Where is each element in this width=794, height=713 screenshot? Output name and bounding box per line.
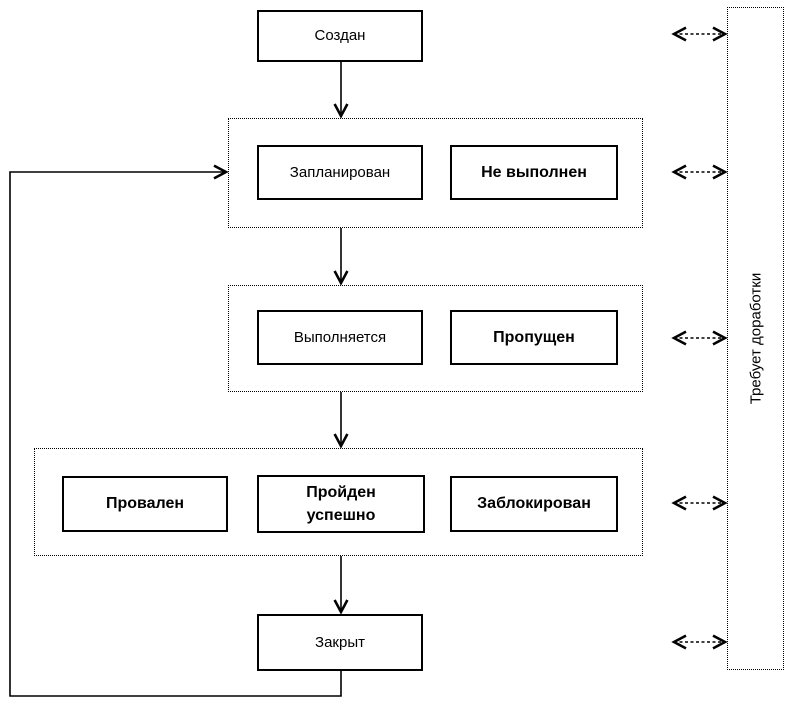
group-executing — [228, 285, 643, 392]
node-executing: Выполняется — [257, 310, 423, 365]
node-passed: Пройден успешно — [257, 475, 425, 533]
rework-panel: Требует доработки — [727, 7, 784, 670]
node-planned-label: Запланирован — [289, 163, 391, 181]
node-executing-label: Выполняется — [293, 328, 387, 346]
node-skipped: Пропущен — [450, 310, 618, 365]
rework-panel-label: Требует доработки — [747, 272, 765, 405]
node-closed: Закрыт — [257, 614, 423, 671]
node-not-executed-label: Не выполнен — [481, 163, 587, 181]
node-failed: Провален — [62, 476, 228, 532]
node-planned: Запланирован — [257, 145, 423, 200]
node-passed-label: Пройден успешно — [306, 483, 376, 524]
node-skipped-label: Пропущен — [493, 328, 575, 346]
node-closed-label: Закрыт — [315, 633, 365, 651]
group-planned — [228, 118, 643, 228]
node-blocked: Заблокирован — [450, 476, 618, 532]
group-results — [34, 448, 643, 556]
node-failed-label: Провален — [105, 495, 185, 513]
node-blocked-label: Заблокирован — [477, 495, 591, 513]
node-created-label: Создан — [314, 27, 366, 45]
node-not-executed: Не выполнен — [450, 145, 618, 200]
node-created: Создан — [257, 10, 423, 62]
